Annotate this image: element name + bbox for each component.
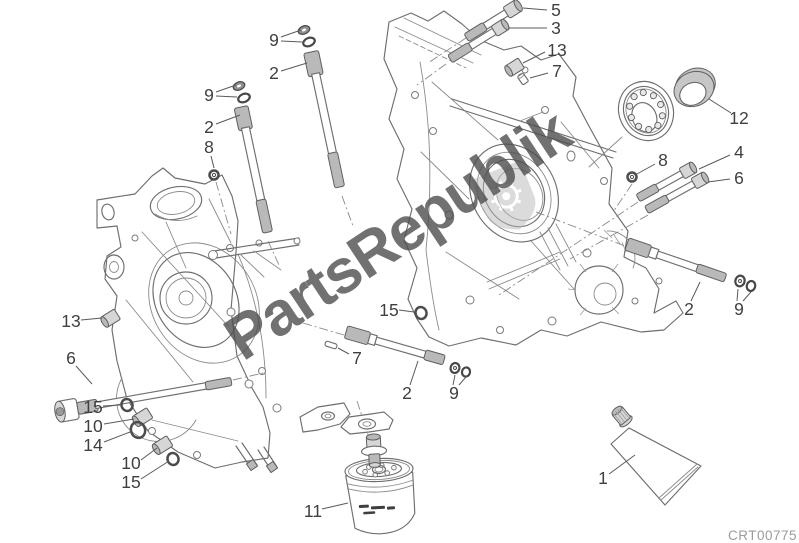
leader-line bbox=[608, 454, 636, 475]
bolt-4 bbox=[636, 161, 698, 202]
callout-11-26: 11 bbox=[304, 501, 322, 521]
o-ring-15-a bbox=[120, 397, 134, 413]
callout-13-19: 13 bbox=[61, 311, 80, 331]
callout-2-13: 2 bbox=[684, 299, 694, 319]
o-ring-14 bbox=[129, 420, 147, 440]
bearing-spacer-12-part bbox=[673, 67, 716, 108]
callout-3-6: 3 bbox=[551, 18, 561, 38]
leader-line bbox=[280, 40, 303, 43]
leader-line bbox=[140, 460, 170, 480]
right-crankcase-half-art bbox=[383, 10, 684, 347]
callout-4-11: 4 bbox=[734, 142, 744, 162]
case-stud-lower-right bbox=[624, 237, 727, 283]
leader-line bbox=[280, 29, 302, 38]
o-ring-15-b bbox=[166, 451, 180, 467]
stud-washers-lower-right bbox=[734, 274, 757, 293]
callout-7-18: 7 bbox=[352, 348, 362, 368]
dowel-pin-7-left bbox=[324, 340, 338, 350]
o-ring-15-c bbox=[414, 305, 428, 321]
leader-line bbox=[522, 51, 546, 64]
callout-5-5: 5 bbox=[551, 0, 561, 20]
callout-10-24: 10 bbox=[121, 453, 141, 473]
dowel-pin-7-right bbox=[517, 72, 529, 86]
callout-6-20: 6 bbox=[66, 348, 76, 368]
cylinder-stud-left bbox=[234, 105, 273, 234]
bolt-5 bbox=[464, 0, 523, 42]
leader-line bbox=[409, 360, 419, 386]
leader-line bbox=[742, 291, 752, 302]
callout-2-15: 2 bbox=[402, 383, 412, 403]
sealant-tube-part bbox=[610, 405, 702, 506]
callout-9-14: 9 bbox=[734, 299, 744, 319]
roller-bearing-part bbox=[617, 80, 675, 142]
stud-washers-left bbox=[232, 81, 251, 104]
filter-bracket-part bbox=[340, 411, 394, 435]
leader-line bbox=[215, 114, 241, 125]
bolt-3 bbox=[447, 18, 510, 63]
callout-7-8: 7 bbox=[552, 61, 562, 81]
left-crankcase-half-art bbox=[96, 167, 351, 474]
leader-line bbox=[698, 154, 731, 170]
callout-6-12: 6 bbox=[734, 168, 744, 188]
washer-8-right bbox=[626, 171, 638, 183]
callout-8-4: 8 bbox=[204, 137, 214, 157]
leader-line bbox=[458, 376, 467, 386]
callout-2-1: 2 bbox=[269, 63, 279, 83]
leader-line bbox=[707, 178, 731, 183]
watermark-shield-logo bbox=[471, 160, 536, 230]
bolt-6-right bbox=[644, 171, 710, 214]
leader-line bbox=[736, 288, 739, 302]
callout-2-3: 2 bbox=[204, 117, 214, 137]
leader-line bbox=[522, 7, 548, 11]
leader-line bbox=[636, 163, 656, 175]
leader-line bbox=[452, 374, 456, 386]
callout-15-21: 15 bbox=[83, 397, 102, 417]
callout-10-22: 10 bbox=[83, 416, 103, 436]
bushing-13-left bbox=[100, 309, 121, 328]
leader-line bbox=[103, 431, 131, 443]
leader-line bbox=[337, 347, 350, 355]
leader-line bbox=[321, 502, 349, 510]
cylinder-stud-right bbox=[303, 50, 345, 189]
leader-line bbox=[80, 317, 103, 321]
leader-line bbox=[215, 95, 238, 98]
leader-line bbox=[690, 281, 701, 302]
callout-12-9: 12 bbox=[729, 108, 748, 128]
leader-line bbox=[708, 98, 732, 114]
filter-print-marks bbox=[358, 504, 396, 515]
leader-line bbox=[280, 62, 308, 72]
callout-15-25: 15 bbox=[121, 472, 140, 492]
leader-line bbox=[103, 418, 135, 425]
leader-line bbox=[210, 155, 215, 169]
leader-line bbox=[75, 365, 93, 385]
bushing-13-right bbox=[504, 58, 525, 77]
stud-washers-right bbox=[297, 25, 316, 48]
callout-8-10: 8 bbox=[658, 150, 668, 170]
callout-9-2: 9 bbox=[204, 85, 214, 105]
callout-1-27: 1 bbox=[598, 468, 608, 488]
callout-14-23: 14 bbox=[83, 435, 103, 455]
leader-line bbox=[529, 72, 549, 79]
callout-13-7: 13 bbox=[547, 40, 566, 60]
callout-9-0: 9 bbox=[269, 30, 279, 50]
case-stud-middle bbox=[344, 325, 446, 365]
diagram-code: CRT00775 bbox=[728, 528, 797, 543]
leader-line bbox=[215, 84, 237, 93]
stud-washers-middle bbox=[449, 361, 472, 378]
leader-line bbox=[398, 309, 415, 313]
callout-15-17: 15 bbox=[379, 300, 398, 320]
leader-line bbox=[102, 404, 121, 407]
callout-9-16: 9 bbox=[449, 383, 459, 403]
oil-filter-union-part bbox=[360, 433, 388, 468]
oil-filter-part bbox=[344, 457, 416, 535]
washer-8-left bbox=[208, 169, 220, 181]
leader-line bbox=[140, 447, 158, 461]
